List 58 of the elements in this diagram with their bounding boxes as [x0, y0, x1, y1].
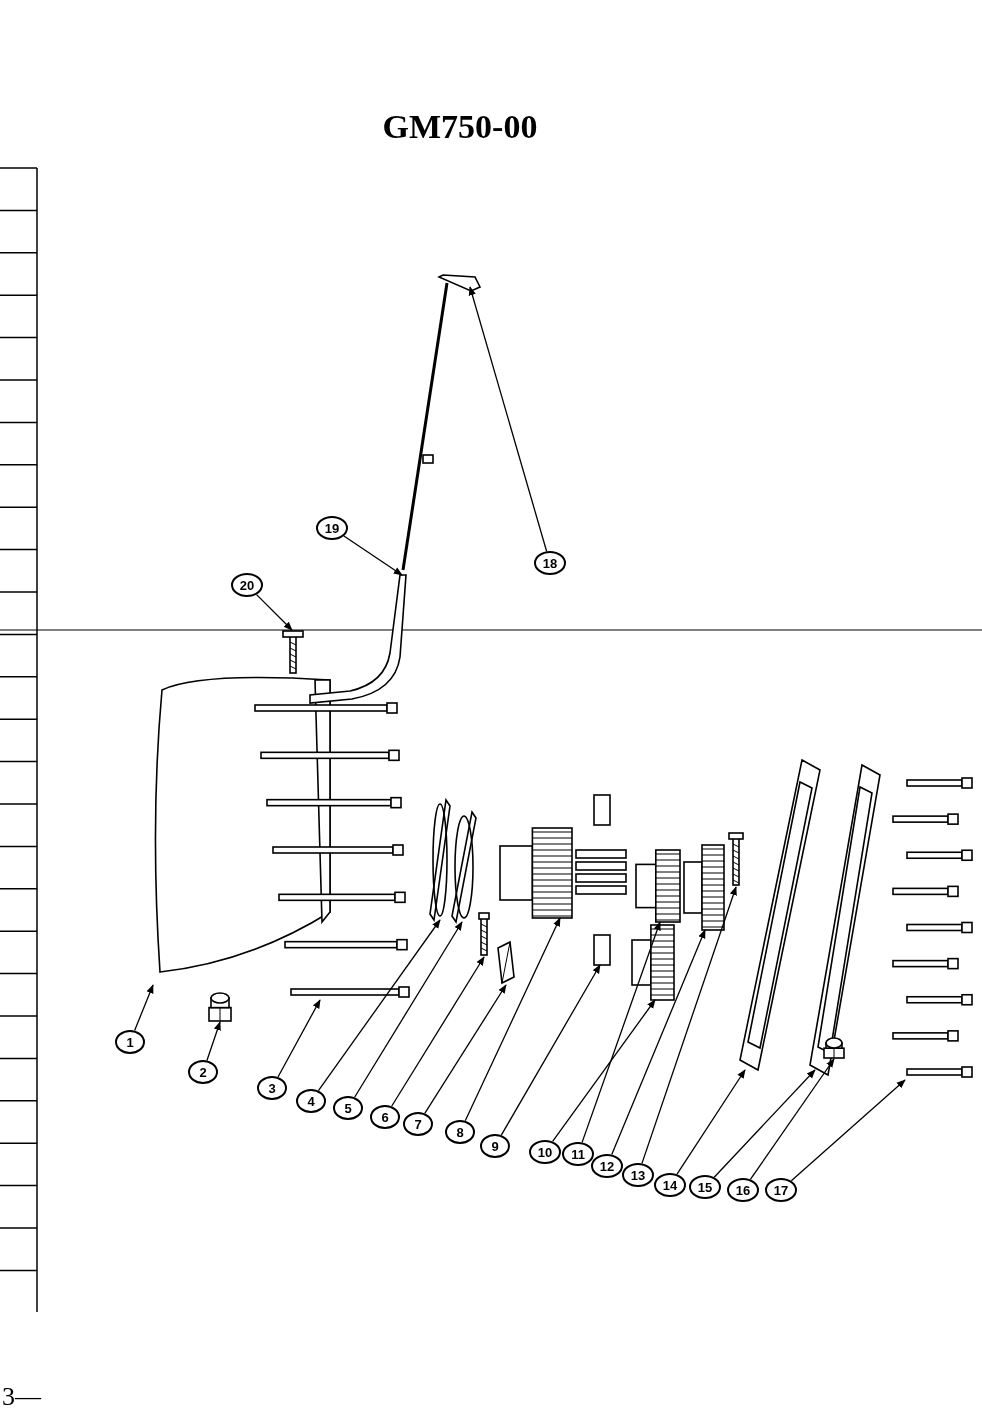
callout-number: 7 [403, 1112, 433, 1136]
leader-line [464, 917, 561, 1122]
pin-drawing [478, 912, 490, 957]
callout-number: 20 [231, 573, 263, 597]
callout-number: 3 [257, 1076, 287, 1100]
gear-shaft-drawing [500, 828, 572, 918]
callout-number: 14 [654, 1173, 686, 1197]
leader-line [343, 535, 403, 576]
bearing-ring-drawing [452, 812, 476, 922]
leader-line [552, 999, 656, 1143]
key-drawing [494, 940, 518, 985]
cover-gasket-drawing [740, 760, 820, 1070]
leader-line [424, 984, 507, 1114]
gasket-drawing [430, 800, 450, 920]
gear-drawing [636, 850, 680, 922]
leader-line [353, 921, 463, 1098]
leader-line [317, 919, 441, 1092]
leader-line [713, 1069, 816, 1178]
callout-number: 6 [370, 1105, 400, 1129]
spacer-set-drawing [576, 795, 626, 965]
callout-number: 16 [727, 1178, 759, 1202]
shaft-drawing [728, 832, 744, 887]
drain-plug-drawing [207, 990, 233, 1022]
callout-number: 17 [765, 1178, 797, 1202]
title: GM750-00 [381, 108, 539, 146]
callout-number: 12 [591, 1154, 623, 1178]
leader-line [581, 921, 661, 1144]
leader-line [676, 1069, 746, 1175]
leader-line [468, 286, 548, 552]
leader-line [133, 984, 154, 1032]
callout-number: 13 [622, 1163, 654, 1187]
leader-line [255, 593, 293, 631]
callout-number: 8 [445, 1120, 475, 1144]
leader-line [391, 956, 485, 1107]
gear-drawing [684, 845, 724, 930]
leader-line [790, 1079, 906, 1182]
callout-number: 10 [529, 1140, 561, 1164]
gear-drawing [632, 925, 674, 1000]
callout-number: 9 [480, 1134, 510, 1158]
leader-line [206, 1021, 221, 1062]
breather-drawing [282, 630, 304, 675]
leader-line [277, 999, 321, 1078]
callout-number: 1 [115, 1030, 145, 1054]
callout-number: 15 [689, 1175, 721, 1199]
cover-plate-drawing [810, 765, 880, 1075]
callout-number: 18 [534, 551, 566, 575]
callout-number: 2 [188, 1060, 218, 1084]
leader-line [749, 1058, 835, 1180]
leader-line [641, 886, 737, 1164]
callout-number: 19 [316, 516, 348, 540]
page-number: 3— [2, 1382, 41, 1412]
bracket-drawing [822, 1035, 846, 1059]
callout-number: 11 [562, 1142, 594, 1166]
leader-line [611, 929, 706, 1156]
dipstick-tube-drawing [310, 573, 405, 703]
callout-number: 5 [333, 1096, 363, 1120]
leader-line [500, 964, 601, 1136]
callout-number: 4 [296, 1089, 326, 1113]
